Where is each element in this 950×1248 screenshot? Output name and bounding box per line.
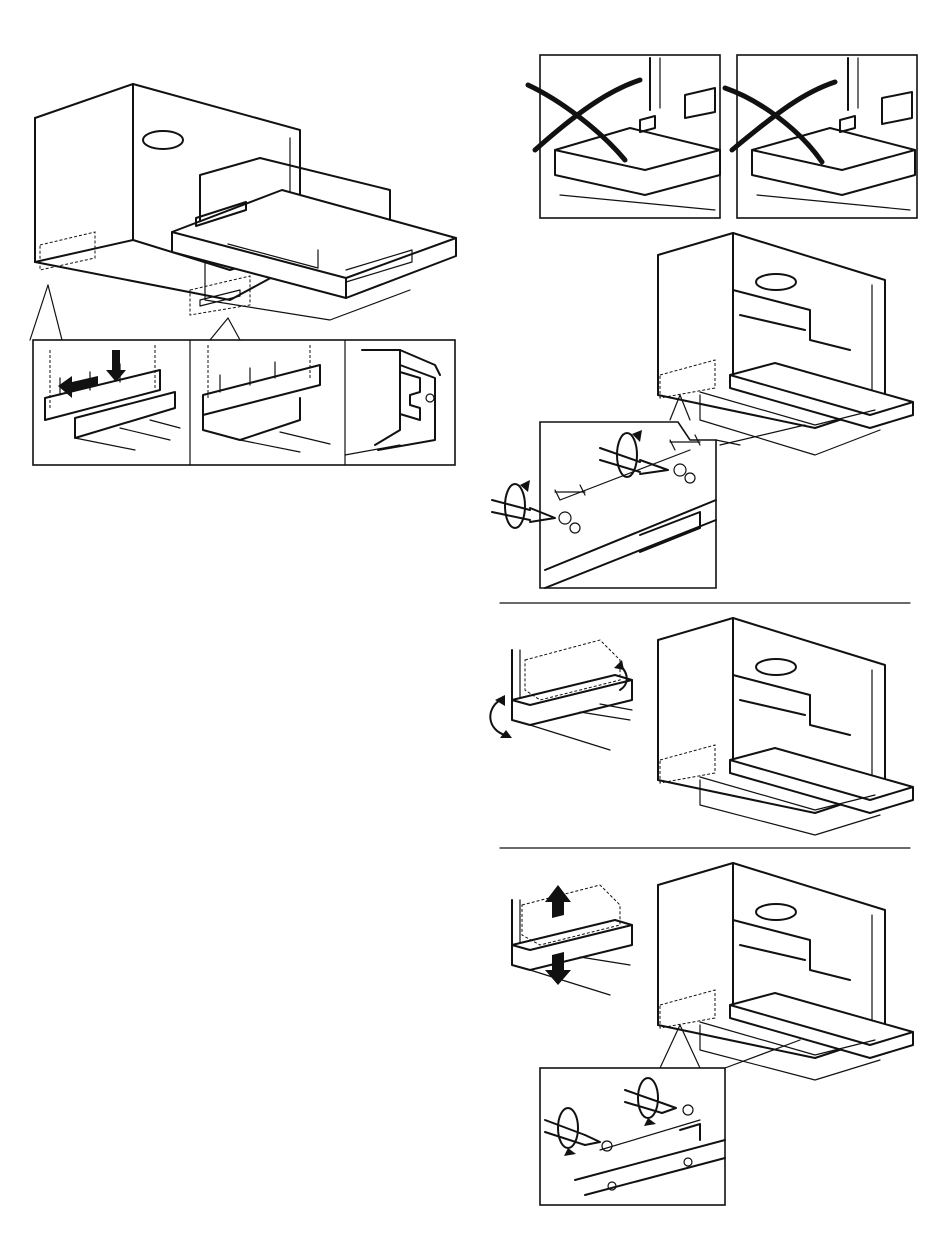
cabinet-with-fixing-screws [492,233,913,588]
rotate-arrows-icon [490,700,505,735]
incorrect-mounting-examples [528,55,917,218]
lift-and-lower-adjustment [512,863,913,1205]
duct-hole-icon [756,904,796,920]
duct-hole-icon [143,131,183,149]
rotate-bracket-adjustment [490,618,913,835]
duct-hole-icon [756,659,796,675]
bracket-insert-detail-panels [33,340,455,465]
arrow-up-icon [545,885,571,918]
cabinet-with-hood-overview [30,84,456,340]
duct-hole-icon [756,274,796,290]
